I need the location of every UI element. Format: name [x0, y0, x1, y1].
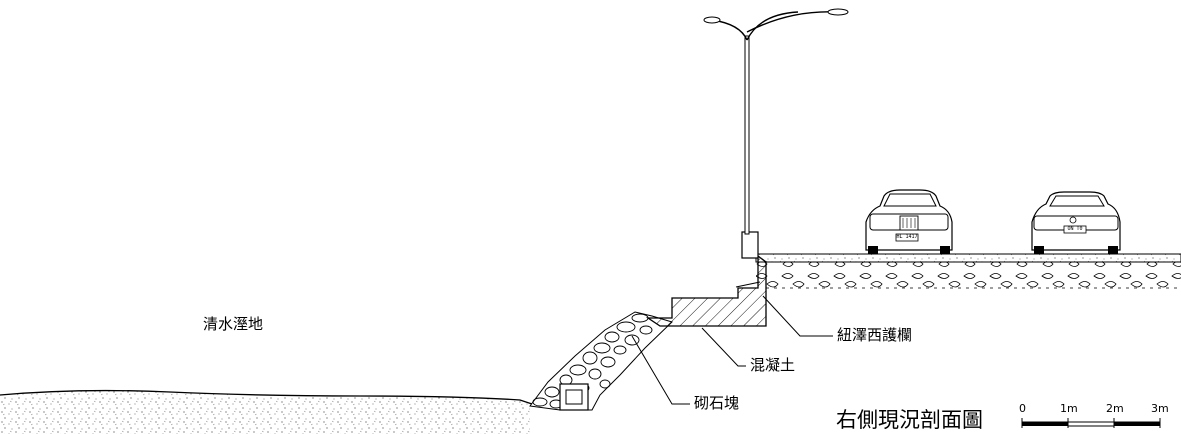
concrete-label: 混凝土 — [750, 356, 796, 374]
car-front-view — [865, 189, 953, 254]
scale-tick-2m: 2m — [1106, 402, 1124, 415]
wetland-ground — [0, 389, 533, 434]
license-plate-front: HL 1417 — [896, 234, 918, 240]
rubble-slope — [529, 311, 673, 411]
scale-bar — [1021, 418, 1161, 428]
culvert-box — [559, 383, 589, 411]
scale-tick-0: 0 — [1019, 402, 1026, 415]
leader-lines — [631, 295, 833, 405]
license-plate-rear: ON T0 — [1067, 226, 1083, 232]
wetland-label: 清水溼地 — [203, 315, 264, 333]
rubble-stone-label: 砌石塊 — [694, 394, 740, 412]
new-jersey-barrier-label: 紐澤西護欄 — [837, 326, 913, 344]
scale-tick-3m: 3m — [1151, 402, 1169, 415]
street-lamp — [703, 8, 849, 259]
scale-tick-1m: 1m — [1060, 402, 1078, 415]
road-section — [755, 253, 1181, 289]
drawing-title: 右側現況剖面圖 — [836, 408, 983, 432]
concrete-block — [645, 254, 767, 327]
car-rear-view — [1031, 191, 1121, 254]
